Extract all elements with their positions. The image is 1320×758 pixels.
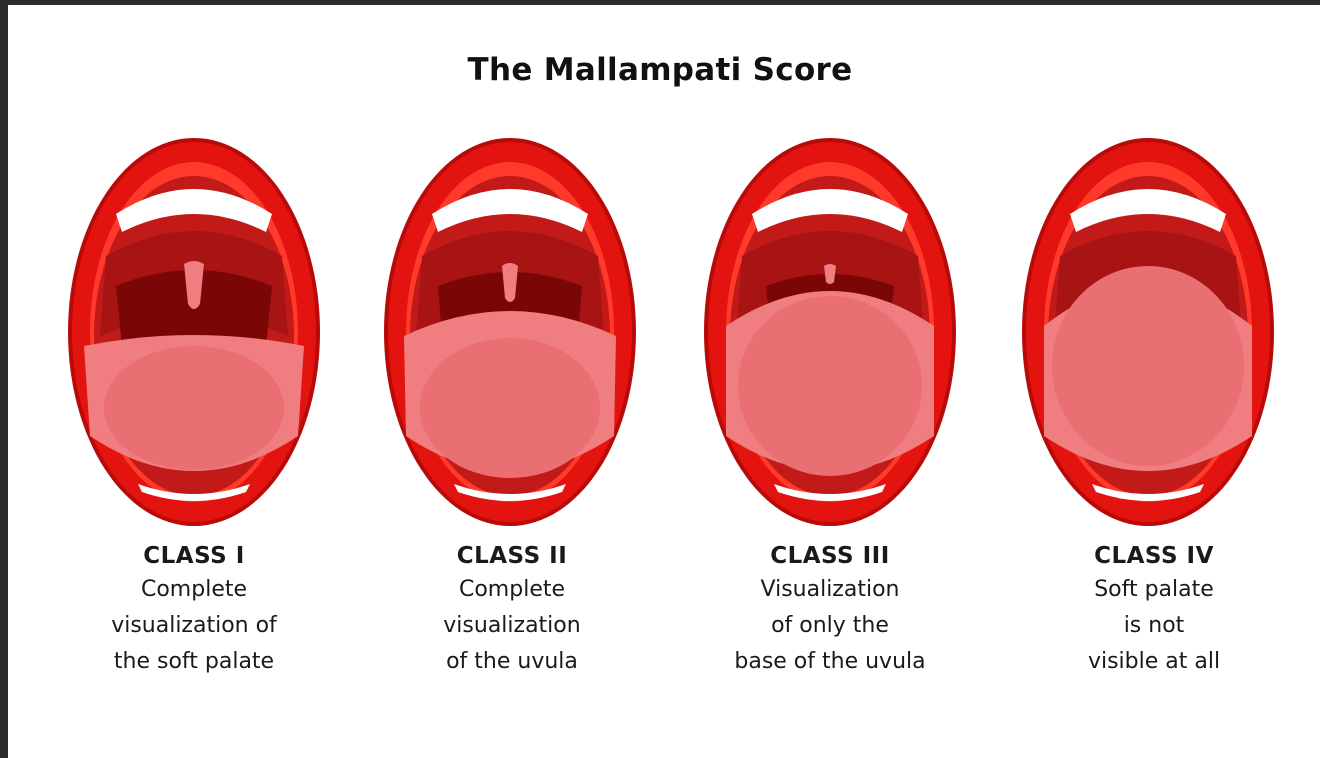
- class-3-desc-line-1: Visualization: [680, 572, 980, 608]
- class-3-label: CLASS III: [680, 540, 980, 572]
- class-4-desc-line-3: visible at all: [1004, 644, 1304, 680]
- class-2-desc-line-3: of the uvula: [362, 644, 662, 680]
- class-3-caption: CLASS III Visualization of only the base…: [680, 540, 980, 680]
- mouth-illustration-class-3: [702, 136, 958, 528]
- class-4-desc-line-1: Soft palate: [1004, 572, 1304, 608]
- class-2-desc-line-2: visualization: [362, 608, 662, 644]
- class-4-label: CLASS IV: [1004, 540, 1304, 572]
- class-4-desc-line-2: is not: [1004, 608, 1304, 644]
- mouth-illustration-class-4: [1020, 136, 1276, 528]
- class-2-desc-line-1: Complete: [362, 572, 662, 608]
- class-1-desc-line-2: visualization of: [44, 608, 344, 644]
- class-4-caption: CLASS IV Soft palate is not visible at a…: [1004, 540, 1304, 680]
- page-title: The Mallampati Score: [0, 52, 1320, 88]
- class-1-desc-line-1: Complete: [44, 572, 344, 608]
- class-3-desc-line-2: of only the: [680, 608, 980, 644]
- class-2-label: CLASS II: [362, 540, 662, 572]
- class-2-caption: CLASS II Complete visualization of the u…: [362, 540, 662, 680]
- class-3-desc-line-3: base of the uvula: [680, 644, 980, 680]
- mouth-illustration-class-2: [382, 136, 638, 528]
- class-1-caption: CLASS I Complete visualization of the so…: [44, 540, 344, 680]
- mouth-illustration-class-1: [66, 136, 322, 528]
- class-1-desc-line-3: the soft palate: [44, 644, 344, 680]
- class-1-label: CLASS I: [44, 540, 344, 572]
